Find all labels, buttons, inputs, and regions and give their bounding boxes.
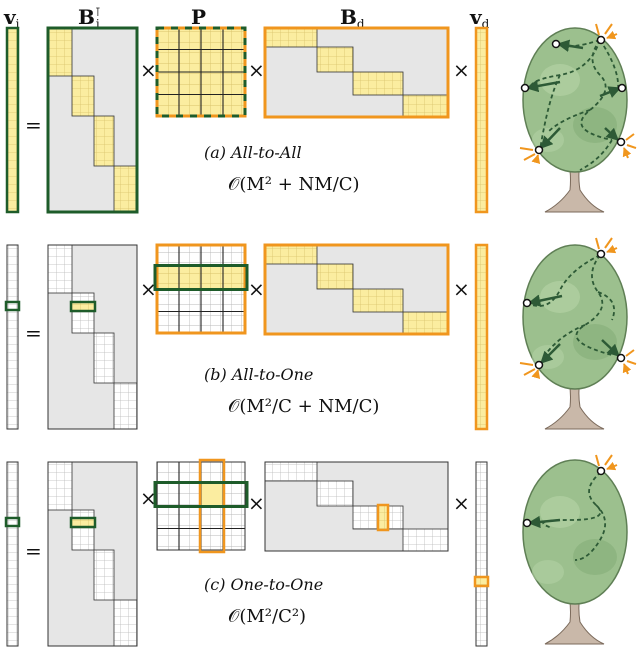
vector-v-i-highlight <box>4 516 21 528</box>
complexity-label: 𝒪(M²/C²) <box>228 606 306 627</box>
block-highlight <box>69 300 97 313</box>
matrix-b-d <box>264 461 449 552</box>
node-icon <box>534 145 544 155</box>
arrow-icon <box>595 23 618 38</box>
row-highlight <box>153 481 249 508</box>
vector-v-d-highlight <box>473 575 490 588</box>
arrow-icon <box>519 148 538 162</box>
tree-icon <box>519 237 637 430</box>
row-highlight <box>153 264 249 291</box>
matrix-b-i-transpose <box>47 244 138 430</box>
matrix-b-d <box>263 26 450 119</box>
times-sign: × <box>453 58 470 82</box>
times-sign: × <box>248 491 265 515</box>
node-icon <box>596 249 606 259</box>
matrix-b-i-transpose <box>47 461 138 647</box>
equals-sign: = <box>25 321 42 345</box>
matrix-p <box>153 458 249 554</box>
arrow-icon <box>595 454 618 469</box>
node-icon <box>616 353 626 363</box>
times-sign: × <box>248 277 265 301</box>
node-icon <box>617 83 627 93</box>
matrix-p <box>153 243 249 335</box>
times-sign: × <box>453 491 470 515</box>
vector-v-d <box>474 26 489 214</box>
node-icon <box>551 39 561 49</box>
matrix-b-d <box>263 243 450 336</box>
header-v-d: vd <box>469 5 490 31</box>
vector-v-i-highlight <box>4 300 21 312</box>
node-icon <box>616 137 626 147</box>
node-icon <box>596 466 606 476</box>
header-p: P <box>191 5 206 29</box>
times-sign: × <box>140 58 157 82</box>
node-icon <box>534 360 544 370</box>
panel-all-to-one: = × × × (b) All-to- <box>4 243 489 431</box>
panel-all-to-all: = × × × (a) All-to-All 𝒪(M² <box>5 26 489 214</box>
times-sign: × <box>140 486 157 510</box>
header-v-i: vi <box>3 5 20 31</box>
header-b-i-transpose: Bi⊺ <box>78 5 101 31</box>
matrix-p <box>155 26 247 118</box>
equals-sign: = <box>25 539 42 563</box>
panel-caption: (b) All-to-One <box>204 365 313 384</box>
complexity-label: 𝒪(M² + NM/C) <box>228 174 360 195</box>
tree-icon <box>519 23 637 213</box>
times-sign: × <box>248 58 265 82</box>
tree-icon <box>522 454 628 645</box>
node-icon <box>522 518 532 528</box>
arrow-icon <box>519 363 538 377</box>
panel-one-to-one: = × × × <box>4 458 490 647</box>
arrow-icon <box>624 133 637 159</box>
panel-caption: (c) One-to-One <box>204 575 323 594</box>
vector-v-d <box>474 243 489 431</box>
matrix-b-i-transpose <box>46 26 139 214</box>
equals-sign: = <box>25 113 42 137</box>
node-icon <box>596 35 606 45</box>
vector-v-i <box>5 26 20 214</box>
block-highlight <box>376 503 390 532</box>
complexity-label: 𝒪(M²/C + NM/C) <box>228 396 379 417</box>
node-icon <box>522 298 532 308</box>
node-icon <box>520 83 530 93</box>
times-sign: × <box>453 277 470 301</box>
arrow-icon <box>595 237 618 252</box>
arrow-icon <box>624 349 637 375</box>
header-b-d: Bd <box>340 5 365 31</box>
times-sign: × <box>140 277 157 301</box>
block-highlight <box>69 516 97 529</box>
panel-caption: (a) All-to-All <box>204 143 302 162</box>
